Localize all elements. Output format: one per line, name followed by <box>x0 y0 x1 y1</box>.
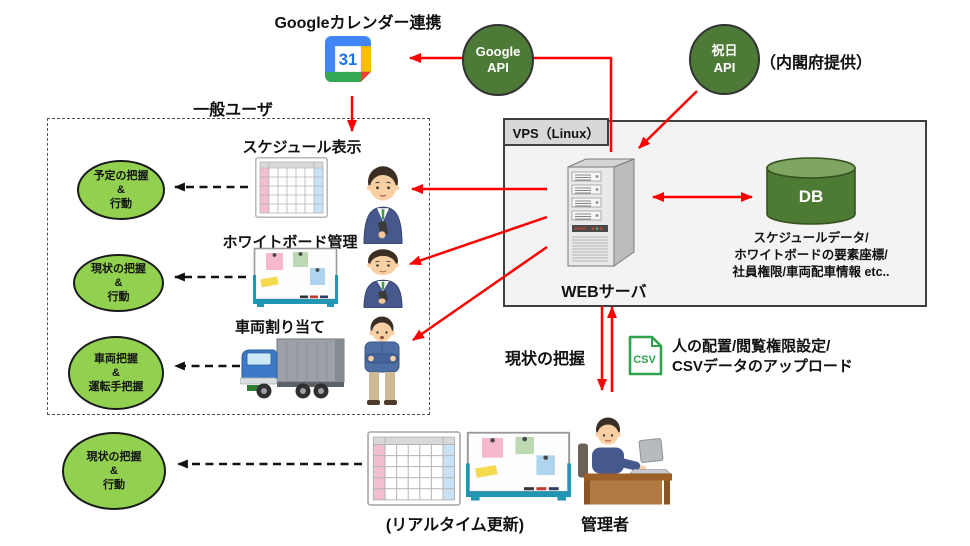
vps-label: VPS（Linux） <box>512 125 600 141</box>
csv-note-line2: CSVデータのアップロード <box>672 358 853 375</box>
outcome-text: & <box>117 183 125 196</box>
holiday-api-note: （内閣府提供） <box>760 55 873 72</box>
vehicle-assign-label: 車両割り当て <box>234 319 325 336</box>
whiteboard-mgmt-label: ホワイトボード管理 <box>222 234 358 251</box>
admin-person-label: 管理者 <box>580 517 629 534</box>
schedule-display-label: スケジュール表示 <box>242 139 362 156</box>
realtime-whiteboard-icon <box>466 431 571 501</box>
google-api-line1: Google <box>475 43 521 59</box>
outcome-text: & <box>112 366 120 379</box>
outcome-text: 行動 <box>110 198 132 211</box>
outcome-text: 行動 <box>107 291 130 304</box>
db-desc-line3: 社員権限/車両配車情報 etc.. <box>732 265 890 279</box>
truck-icon <box>240 338 345 399</box>
calendar-day-text: 31 <box>339 50 357 69</box>
realtime-calendar-icon <box>367 431 461 506</box>
google-api-circle: Google API <box>462 24 534 96</box>
admin-person-icon <box>578 417 672 505</box>
outcome-text: 行動 <box>103 479 125 492</box>
outcome-text: & <box>110 464 118 477</box>
admin-status-label: 現状の把握 <box>504 351 585 368</box>
csv-note-line1: 人の配置/閲覧権限設定/ <box>672 338 831 355</box>
outcome-text: 車両把握 <box>94 352 138 365</box>
outcome-ellipse-schedule: 予定の把握 & 行動 <box>77 160 165 220</box>
holiday-api-line1: 祝日 <box>711 43 738 59</box>
db-desc-line2: ホワイトボードの要素座標/ <box>734 248 888 262</box>
holiday-api-circle: 祝日 API <box>689 24 760 95</box>
outcome-ellipse-realtime: 現状の把握 & 行動 <box>62 432 166 510</box>
db-desc-line1: スケジュールデータ/ <box>753 231 869 245</box>
whiteboard-icon <box>253 247 338 307</box>
google-calendar-title: Googleカレンダー連携 <box>274 15 442 32</box>
outcome-text: & <box>114 276 123 289</box>
web-server-label: WEBサーバ <box>561 284 647 301</box>
outcome-ellipse-whiteboard: 現状の把握 & 行動 <box>73 254 164 312</box>
realtime-update-label: (リアルタイム更新) <box>385 517 525 534</box>
vps-label-tab: VPS（Linux） <box>503 118 609 146</box>
schedule-calendar-icon <box>255 157 328 218</box>
holiday-api-line2: API <box>713 59 736 75</box>
csv-note: 人の配置/閲覧権限設定/ CSVデータのアップロード <box>672 337 853 377</box>
outcome-text: 現状の把握 <box>91 262 146 275</box>
web-server-icon <box>567 158 635 267</box>
user3-worker-icon <box>364 316 400 405</box>
outcome-text: 運転手把握 <box>88 381 144 394</box>
csv-file-icon: CSV <box>628 335 663 376</box>
general-users-title: 一般ユーザ <box>193 102 273 119</box>
db-label: DB <box>799 187 824 206</box>
google-api-line2: API <box>487 60 509 75</box>
db-description: スケジュールデータ/ ホワイトボードの要素座標/ 社員権限/車両配車情報 etc… <box>700 230 922 281</box>
db-cylinder-icon: DB <box>766 157 856 225</box>
user1-person-icon <box>363 166 403 244</box>
user2-person-icon <box>363 249 403 308</box>
google-calendar-icon: 31 <box>325 36 371 82</box>
outcome-ellipse-vehicle: 車両把握 & 運転手把握 <box>68 336 164 410</box>
outcome-text: 予定の把握 <box>93 169 149 182</box>
outcome-text: 現状の把握 <box>86 450 142 463</box>
csv-icon-label: CSV <box>633 354 656 366</box>
